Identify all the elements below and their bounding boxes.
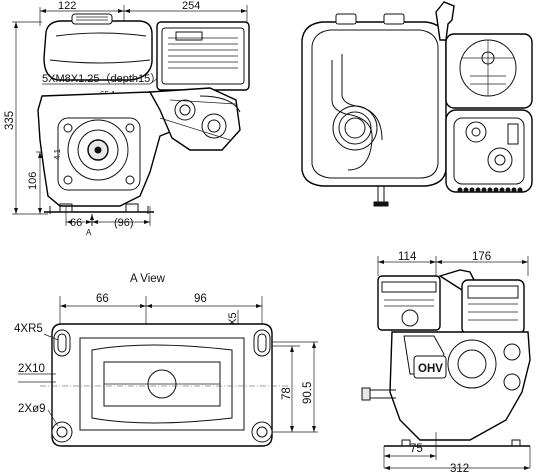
side-brand-badge: OHV: [418, 363, 443, 375]
a-view-dim-2x9: 2Xø9: [18, 403, 46, 415]
side-dim-312: 312: [450, 463, 469, 474]
a-view-dim-66: 66: [96, 293, 109, 305]
a-view-dim-96: 96: [194, 293, 207, 305]
front-dim-254: 254: [182, 0, 200, 12]
front-view-arrow-label: A: [86, 228, 92, 237]
a-view-dim-4xr5: 4XR5: [14, 323, 43, 335]
front-view: 122 254 335 106 5XM8X1.25（depth15）: [4, 0, 250, 237]
a-view-title: A View: [130, 273, 166, 285]
front-dim-96: (96): [114, 217, 134, 229]
side-view: 114 176 OHV: [361, 251, 531, 474]
front-dim-106: 106: [27, 172, 39, 190]
side-dim-176: 176: [472, 251, 491, 263]
top-view: [301, 1, 533, 207]
a-view: A View 66 96 2X5 4XR5: [14, 273, 318, 447]
a-view-dim-90-5: 90.5: [302, 382, 314, 404]
side-dim-75: 75: [410, 443, 423, 455]
a-view-dim-78: 78: [281, 387, 293, 400]
side-dim-114: 114: [398, 251, 417, 263]
front-side-label: 4.1: [53, 148, 62, 160]
front-thread-note: 5XM8X1.25（depth15）: [42, 72, 161, 85]
a-view-dim-2x10: 2X10: [18, 363, 45, 375]
front-dim-335: 335: [4, 111, 16, 130]
front-dim-122: 122: [58, 0, 76, 12]
front-dim-66: 66: [70, 217, 82, 229]
